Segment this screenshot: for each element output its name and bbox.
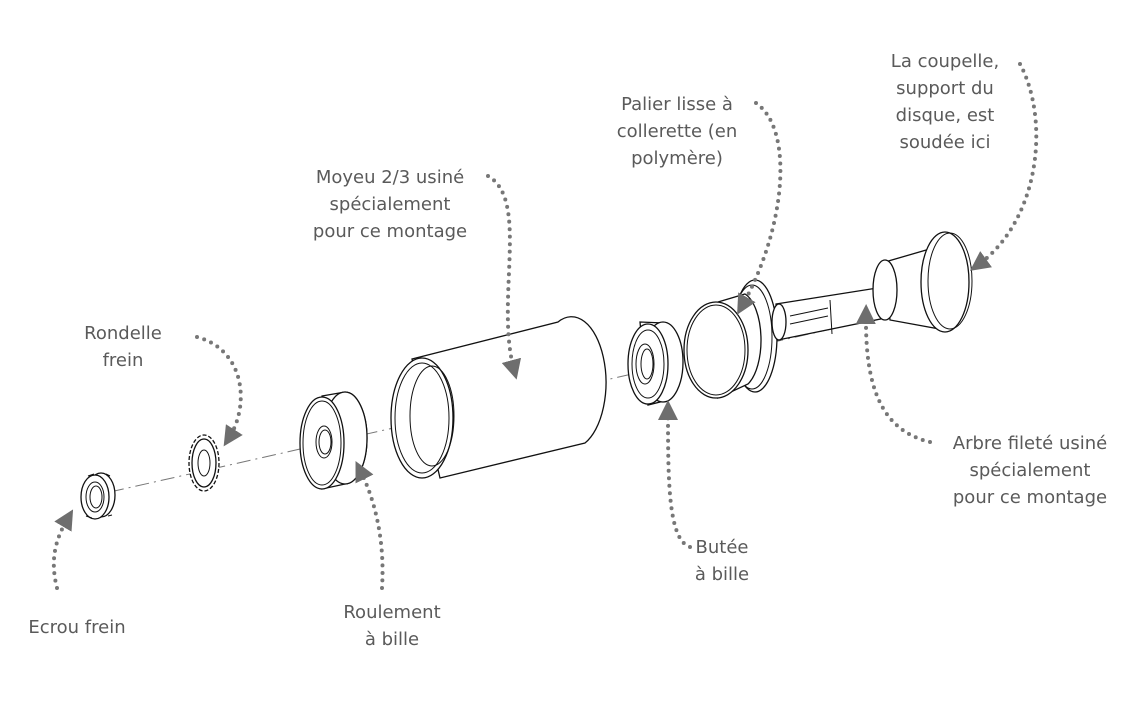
label-palier: Palier lisse à collerette (en polymère)	[617, 91, 737, 172]
label-line: à bille	[364, 629, 420, 650]
label-line: spécialement	[969, 460, 1091, 481]
lock-washer-part	[188, 434, 220, 492]
label-line: soudée ici	[899, 132, 991, 153]
label-arbre: Arbre fileté usiné spécialement pour ce …	[953, 430, 1107, 511]
locknut-part	[80, 472, 116, 520]
label-line: support du	[896, 78, 994, 99]
leader-butee	[658, 400, 692, 549]
label-roulement: Roulement à bille	[343, 599, 440, 653]
label-line: pour ce montage	[312, 221, 468, 242]
thrust-bearing-part	[627, 321, 684, 406]
leader-moyeu	[486, 174, 522, 380]
leader-palier	[737, 101, 783, 315]
label-line: Ecrou frein	[28, 617, 126, 638]
label-line: Moyeu 2/3 usiné	[315, 167, 465, 188]
label-line: collerette (en	[616, 121, 738, 142]
leader-ecrou	[51, 509, 74, 590]
label-line: disque, est	[895, 105, 995, 126]
flanged-bushing-part	[683, 279, 778, 400]
threaded-shaft-part	[771, 231, 973, 341]
label-line: spécialement	[329, 194, 451, 215]
leader-arbre	[855, 304, 932, 444]
label-line: Roulement	[343, 602, 441, 623]
label-line: La coupelle,	[890, 51, 1000, 72]
label-moyeu: Moyeu 2/3 usiné spécialement pour ce mon…	[313, 164, 467, 245]
label-line: Rondelle	[84, 323, 162, 344]
label-coupelle: La coupelle, support du disque, est soud…	[891, 48, 999, 156]
label-line: frein	[102, 350, 144, 371]
leader-roulement	[355, 461, 385, 590]
hub-part	[390, 316, 607, 479]
label-line: Butée	[695, 537, 749, 558]
label-line: pour ce montage	[952, 487, 1108, 508]
label-ecrou: Ecrou frein	[28, 614, 125, 641]
label-butee: Butée à bille	[695, 534, 749, 588]
label-line: polymère)	[631, 148, 723, 169]
leader-rondelle	[195, 335, 243, 447]
label-line: Palier lisse à	[621, 94, 733, 115]
label-line: à bille	[694, 564, 750, 585]
ball-bearing-part	[299, 391, 368, 490]
label-rondelle: Rondelle frein	[84, 320, 162, 374]
label-line: Arbre fileté usiné	[952, 433, 1108, 454]
